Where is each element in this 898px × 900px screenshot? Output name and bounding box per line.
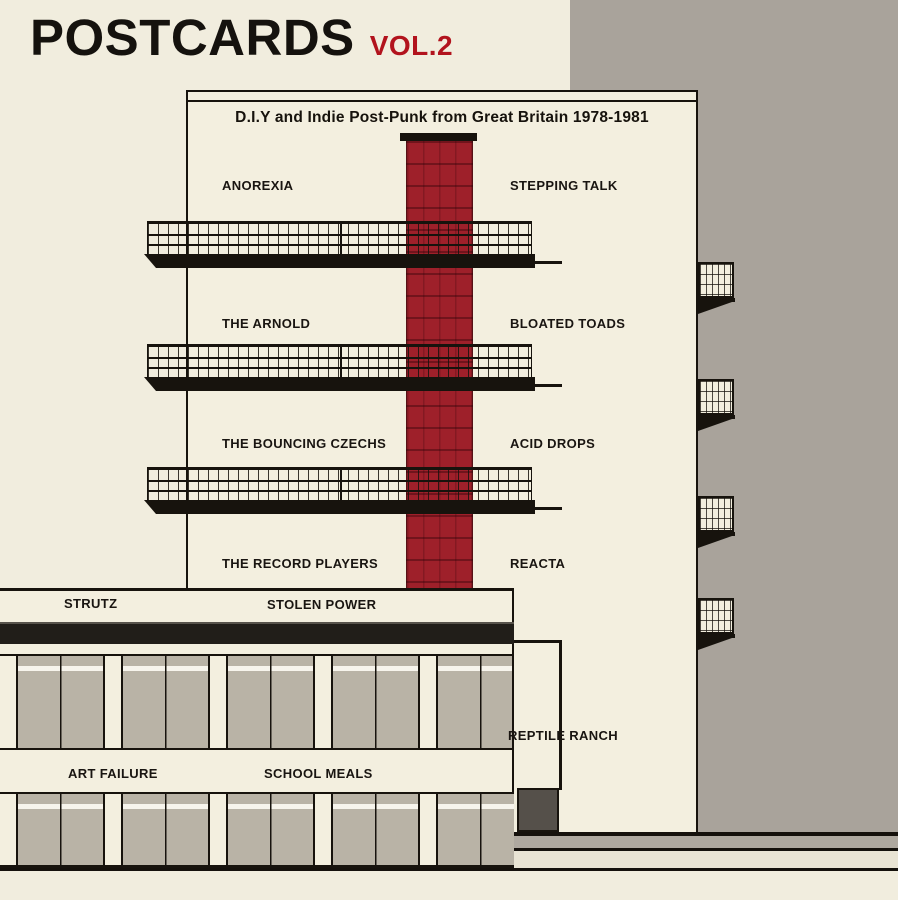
ground-floor-windows: [0, 792, 514, 868]
balcony-shadow: [698, 638, 732, 650]
facade-step-line: [559, 640, 562, 790]
volume-badge: VOL.2: [369, 30, 454, 61]
band-label-reptile-ranch: REPTILE RANCH: [508, 728, 618, 743]
balcony-row-2: [144, 344, 562, 391]
balcony-slab: [144, 377, 535, 391]
side-balcony-3: [697, 496, 735, 548]
band-label-acid-drops: ACID DROPS: [510, 436, 596, 451]
balcony-slab: [697, 634, 735, 638]
balcony-slab: [144, 254, 535, 268]
side-balcony-4: [697, 598, 735, 650]
band-label-strutz: STRUTZ: [64, 596, 118, 611]
balcony-railing: [698, 598, 734, 634]
band-label-stolen-power: STOLEN POWER: [267, 597, 377, 612]
band-label-bloated-toads: BLOATED TOADS: [510, 316, 626, 331]
balcony-shadow: [532, 507, 562, 510]
road-line: [0, 868, 898, 871]
band-label-reacta: REACTA: [510, 556, 566, 571]
balcony-shadow: [532, 261, 562, 264]
band-label-the-bouncing-czechs: THE BOUNCING CZECHS: [222, 436, 387, 451]
balcony-slab: [697, 532, 735, 536]
balcony-slab: [697, 298, 735, 302]
balcony-row-1: [144, 221, 562, 268]
balcony-row-3: [144, 467, 562, 514]
roof-parapet-line: [188, 100, 696, 102]
side-balcony-1: [697, 262, 735, 314]
band-label-art-failure: ART FAILURE: [68, 766, 158, 781]
lower-wing-windows: [0, 654, 512, 750]
chimney-cap: [400, 133, 477, 141]
lower-wing-parapet: [0, 588, 514, 622]
subtitle: D.I.Y and Indie Post-Punk from Great Bri…: [235, 109, 649, 126]
band-label-school-meals: SCHOOL MEALS: [264, 766, 373, 781]
band-label-the-arnold: THE ARNOLD: [222, 316, 311, 331]
title-block: POSTCARDS VOL.2: [30, 12, 453, 63]
band-label-stepping-talk: STEPPING TALK: [510, 178, 618, 193]
balcony-shadow: [532, 384, 562, 387]
balcony-shadow: [698, 536, 732, 548]
basement-window: [517, 788, 559, 832]
lower-wing-cornice: [0, 622, 514, 644]
railing-post: [339, 221, 342, 254]
band-label-the-record-players: THE RECORD PLAYERS: [222, 556, 379, 571]
balcony-railing: [698, 379, 734, 415]
lower-wing-wall: [0, 644, 514, 796]
railing-post: [339, 467, 342, 500]
balcony-railing: [698, 496, 734, 532]
railing-post: [339, 344, 342, 377]
balcony-shadow: [698, 419, 732, 431]
band-label-anorexia: ANOREXIA: [222, 178, 294, 193]
album-title: POSTCARDS: [30, 9, 355, 66]
balcony-railing: [698, 262, 734, 298]
balcony-slab: [697, 415, 735, 419]
balcony-slab: [144, 500, 535, 514]
facade-step-line: [514, 640, 561, 643]
side-balcony-2: [697, 379, 735, 431]
balcony-shadow: [698, 302, 732, 314]
